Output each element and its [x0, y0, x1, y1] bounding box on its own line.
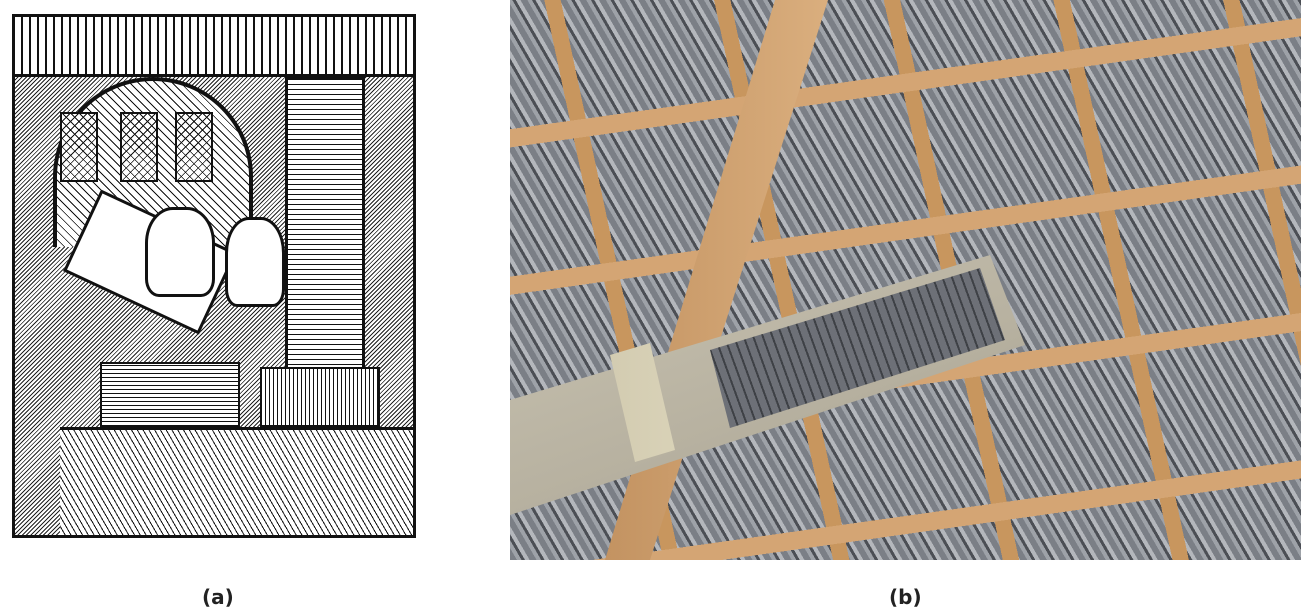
lattice-window: [60, 112, 98, 182]
woodcut-printing-press-image: [12, 14, 416, 538]
type-case-compartments: [510, 0, 1301, 560]
paper-stack: [100, 362, 240, 427]
paper-stack: [260, 367, 380, 427]
printer-figure: [145, 207, 215, 297]
type-case-photo: [510, 0, 1301, 560]
lattice-window: [120, 112, 158, 182]
printer-figure: [225, 217, 285, 307]
printing-press: [285, 77, 365, 387]
ceiling-beams: [15, 17, 413, 77]
panel-label-b: (b): [889, 585, 922, 609]
work-table: [60, 427, 413, 535]
lattice-window: [175, 112, 213, 182]
panel-label-a: (a): [202, 585, 234, 609]
